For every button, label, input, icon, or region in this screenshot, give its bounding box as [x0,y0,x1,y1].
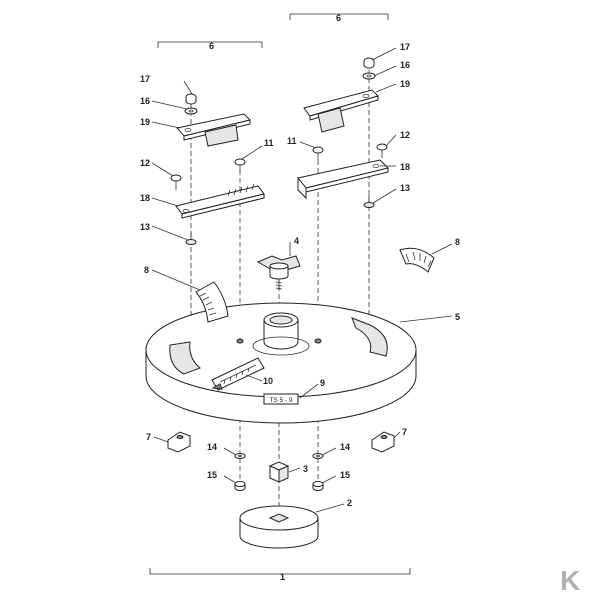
base-hub [239,505,319,549]
foot-left [167,431,191,453]
washer-14-right [312,453,324,459]
slide-bracket-19-left [176,113,251,147]
slide-bracket-19-right [303,89,379,133]
label-4: 4 [294,236,299,246]
label-15-right: 15 [340,470,350,480]
label-8-left: 8 [144,265,149,275]
knob-screw-12-left [170,174,182,190]
scale-strip [211,357,265,391]
label-16-right: 16 [400,60,410,70]
scale-arc-left [195,281,229,323]
label-13-left: 13 [140,222,150,232]
wing-nut [256,255,301,290]
slide-bracket-18-right [297,159,389,200]
label-19-left: 19 [140,117,150,127]
screw-13-left [185,232,197,245]
label-14-right: 14 [340,442,350,452]
label-19-right: 19 [400,79,410,89]
bracket-top-right [289,13,389,20]
knob-screw-11-right [312,146,324,160]
type-plate: TS 5 - 9 [263,393,299,405]
label-2: 2 [347,498,352,508]
slide-bracket-18-left [175,183,265,219]
label-7-right: 7 [402,427,407,437]
label-10: 10 [263,376,273,386]
label-16-left: 16 [140,96,150,106]
washer-16-left [184,107,198,115]
screw-13-right [363,195,375,208]
label-11-right: 11 [287,136,297,146]
bracket-top-left [157,41,263,48]
label-5: 5 [455,312,460,322]
nut-15-right [312,481,324,491]
nut-17-right [363,57,375,69]
label-3: 3 [303,464,308,474]
brand-logo-letter: K [560,565,580,596]
label-17-left: 17 [140,74,150,84]
type-plate-text: TS 5 - 9 [269,397,293,404]
label-12-left: 12 [140,158,150,168]
scale-arc-right [399,247,435,273]
bracket-bottom [149,568,411,575]
label-13-right: 13 [400,183,410,193]
label-14-left: 14 [207,442,217,452]
knob-screw-12-right [376,143,388,158]
nut-15-left [234,481,246,491]
nut-17-left [185,93,197,105]
main-disc: TS 5 - 9 [145,302,417,424]
label-17-right: 17 [400,42,410,52]
label-7-left: 7 [146,432,151,442]
label-9: 9 [320,378,325,388]
label-15-left: 15 [207,470,217,480]
label-11-left: 11 [264,138,274,148]
foot-right [371,431,395,453]
washer-16-right [362,72,376,80]
label-6-top-right: 6 [336,13,341,23]
label-6-top-left: 6 [209,41,214,51]
label-12-right: 12 [400,130,410,140]
label-18-right: 18 [400,162,410,172]
washer-14-left [234,453,246,459]
leader-lines [151,47,453,513]
label-8-right: 8 [455,237,460,247]
label-1: 1 [280,572,285,582]
label-18-left: 18 [140,193,150,203]
brand-logo: K [560,565,580,596]
knob-screw-11-left [234,158,246,172]
square-insert [268,461,290,483]
